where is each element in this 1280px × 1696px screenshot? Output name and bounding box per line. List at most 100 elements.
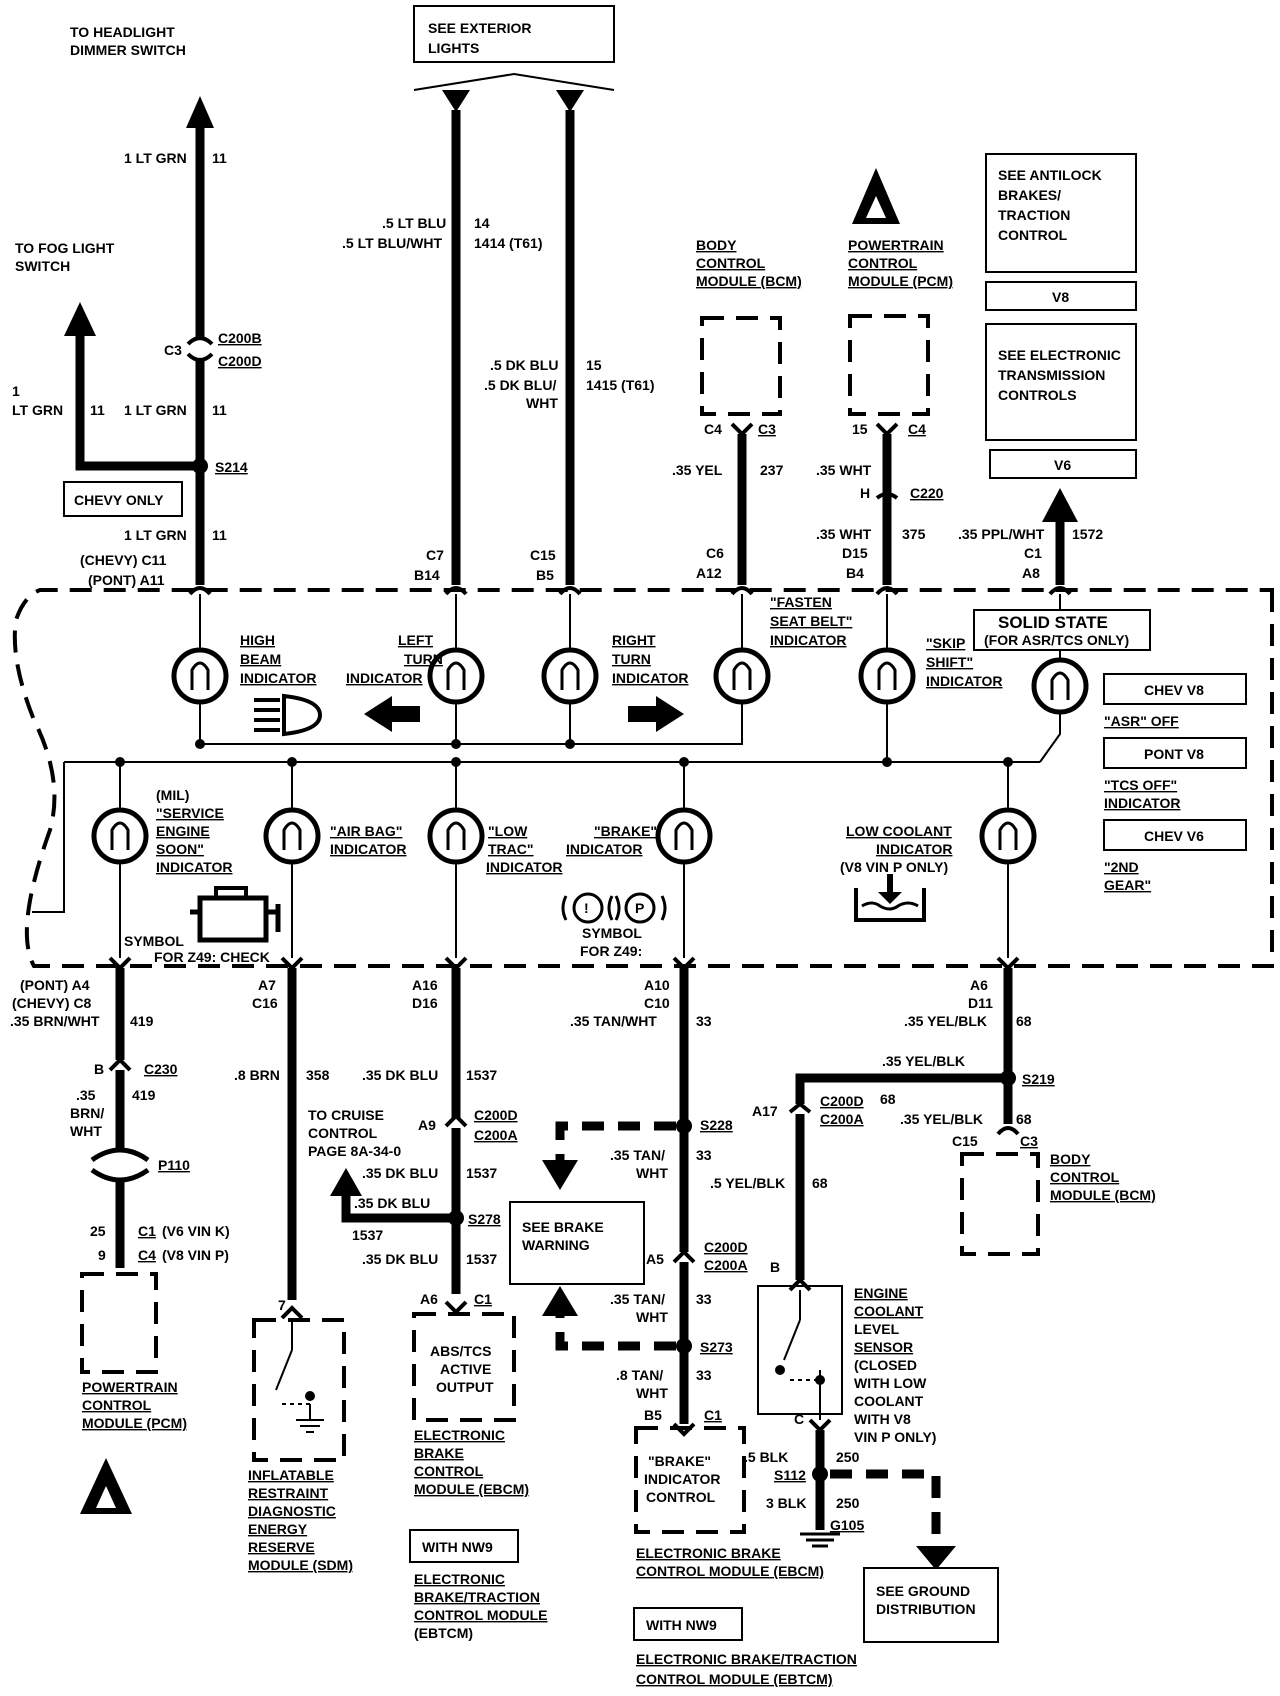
mil-wire2a: .35: [76, 1087, 96, 1103]
fasten-seat-belt-bulb-icon: [713, 647, 771, 705]
air-bag-bulb-icon: [263, 807, 321, 865]
coolant-3: (V8 VIN P ONLY): [840, 859, 948, 875]
see-ground-box: [863, 1567, 999, 1643]
brake-warning-symbol-icon: [561, 892, 667, 924]
sensor-b: B: [770, 1259, 780, 1275]
c1-b-lbl: C1: [474, 1291, 492, 1307]
ecl-7: COOLANT: [854, 1393, 924, 1409]
hb-circuit-label-3: 11: [212, 527, 227, 543]
coolant-1: LOW COOLANT: [846, 823, 952, 839]
rt-pin-1: C15: [530, 547, 556, 563]
mil-wire2b: BRN/: [70, 1105, 104, 1121]
c200d-b-lbl: C200D: [474, 1107, 518, 1123]
co-pin-2: D11: [968, 995, 993, 1011]
c200b-label: C200B: [218, 330, 262, 346]
c3-b-lbl: C3: [1020, 1133, 1038, 1149]
hb-wire-label: 1 LT GRN: [124, 150, 187, 166]
lt-b-pin-2: D16: [412, 995, 438, 1011]
abs-out-1: ABS/TCS: [430, 1343, 491, 1359]
c230-lbl: C230: [144, 1061, 178, 1077]
bcm-b-1: BODY: [1050, 1151, 1091, 1167]
v6-box: [989, 449, 1137, 479]
v8-label: V8: [1052, 289, 1069, 305]
ecl-3: LEVEL: [854, 1321, 900, 1337]
sdm-5: RESERVE: [248, 1539, 315, 1555]
br-wire: .35 TAN/WHT: [570, 1013, 657, 1029]
s278-lbl: S278: [468, 1211, 501, 1227]
v8-box: [985, 281, 1137, 311]
brake-indicator-control-box: [634, 1426, 746, 1534]
mil-b: B: [94, 1061, 104, 1077]
arrow-up-icon: [1042, 488, 1078, 522]
pont-v8-box: [1103, 737, 1247, 769]
a9-lbl: A9: [418, 1117, 436, 1133]
chev-v8-label: CHEV V8: [1144, 682, 1204, 698]
cruise-3: PAGE 8A-34-0: [308, 1143, 401, 1159]
br-circ4: 33: [696, 1367, 712, 1383]
coolant-level-icon: [854, 874, 926, 922]
br-wire3b: WHT: [636, 1309, 668, 1325]
rt-pin-2: B5: [536, 567, 554, 583]
sensor-c: C: [794, 1411, 804, 1427]
high-beam-3: INDICATOR: [240, 670, 316, 686]
headlight-label-1: TO HEADLIGHT: [70, 24, 175, 40]
rt-wire-3: WHT: [526, 395, 558, 411]
pcm-pin-1: 25: [90, 1223, 106, 1239]
bcm-bottom-box: [960, 1152, 1040, 1256]
arrow-up-icon: [64, 302, 96, 336]
ebtcm2-2: CONTROL MODULE (EBTCM): [636, 1671, 833, 1687]
lowtrac-3: INDICATOR: [486, 859, 562, 875]
pcm-b-3: MODULE (PCM): [82, 1415, 187, 1431]
etc-label-2: TRANSMISSION: [998, 367, 1105, 383]
b5-lbl: B5: [644, 1407, 662, 1423]
splice-s214-label: S214: [215, 459, 248, 475]
arrow-down-icon: [916, 1546, 956, 1570]
br-wire2b: WHT: [636, 1165, 668, 1181]
airbag-2: INDICATOR: [330, 841, 406, 857]
v6-label: V6: [1054, 457, 1071, 473]
co-wire-3: .5 YEL/BLK: [710, 1175, 785, 1191]
tcs-off-2: INDICATOR: [1104, 795, 1180, 811]
abs-label-3: TRACTION: [998, 207, 1070, 223]
ebtcm-3: CONTROL MODULE: [414, 1607, 548, 1623]
bcm-c3: C3: [758, 421, 776, 437]
gnd-wire-2: 3 BLK: [766, 1495, 806, 1511]
ground-icon: [800, 1532, 840, 1548]
pcm-pin-2: 9: [98, 1247, 106, 1263]
s228-lbl: S228: [700, 1117, 733, 1133]
pcm-c4-b: C4: [138, 1247, 156, 1263]
skip-2: SHIFT": [926, 654, 973, 670]
c200d-label: C200D: [218, 353, 262, 369]
brake-sym-1: !: [584, 900, 589, 916]
br-pin-2: C10: [644, 995, 670, 1011]
br-circ2: 33: [696, 1147, 712, 1163]
fasten-3: INDICATOR: [770, 632, 846, 648]
solid-pin-2: A8: [1022, 565, 1040, 581]
abs-out-2: ACTIVE: [440, 1361, 491, 1377]
sdm-box: [252, 1318, 346, 1462]
fog-light-wire: [64, 302, 200, 471]
arrow-up-icon: [542, 1286, 578, 1316]
lt-pin-1: C7: [426, 547, 444, 563]
ground-1: SEE GROUND: [876, 1583, 970, 1599]
ss-pin-2: B4: [846, 565, 864, 581]
left-turn-bulb-icon: [427, 647, 485, 705]
esd-warning-icon: [852, 168, 900, 224]
left-turn-1: LEFT: [398, 632, 433, 648]
skip-3: INDICATOR: [926, 673, 1002, 689]
ab-wire: .8 BRN: [234, 1067, 280, 1083]
fsb-pin-1: C6: [706, 545, 724, 561]
br-wire4b: WHT: [636, 1385, 668, 1401]
exterior-label-1: SEE EXTERIOR: [428, 20, 531, 36]
arrow-down-icon: [542, 1160, 578, 1190]
pcm-vin-p: (V8 VIN P): [162, 1247, 229, 1263]
right-turn-3: INDICATOR: [612, 670, 688, 686]
rt-circ-2: 1415 (T61): [586, 377, 654, 393]
co-circ-2: 68: [1016, 1111, 1032, 1127]
arrow-up-icon: [186, 96, 214, 128]
high-beam-symbol-icon: [254, 693, 323, 737]
mil-2: "SERVICE: [156, 805, 224, 821]
g105-lbl: G105: [830, 1517, 864, 1533]
lt-b-circ-2: 1537: [466, 1165, 497, 1181]
